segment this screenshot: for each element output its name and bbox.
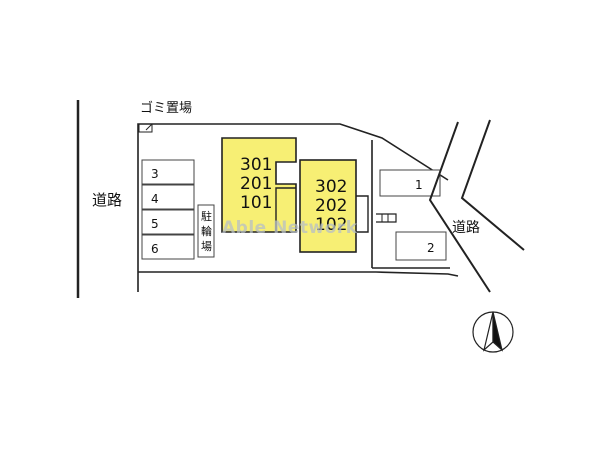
parking-number: 5 [151,217,159,231]
unit-number: 202 [315,196,347,216]
garbage-leader [145,123,153,131]
bicycle-parking-area [197,204,215,258]
road-right-label: 道路 [452,220,480,236]
watermark: Able Network [222,218,358,238]
parking-number: 3 [151,167,159,181]
parking-number: 4 [151,192,159,206]
property-outline [137,123,449,292]
garbage-area [138,123,153,133]
parking-space-3 [141,159,195,185]
bicycle-label-char: 駐 [201,209,212,223]
road-right-edge-east [460,119,525,251]
property-south-edge-right [375,271,459,277]
parking-space-1 [379,169,441,197]
parking-space-2 [395,231,447,261]
building-b [299,159,357,253]
unit-number: 302 [315,177,347,197]
unit-number: 101 [240,193,272,213]
parking-number: 1 [415,178,423,192]
bicycle-label-char: 輪 [201,224,212,238]
parking-space-5 [141,209,195,235]
unit-number: 301 [240,155,272,175]
building-annex [356,195,369,233]
garbage-label: ゴミ置場 [140,100,192,116]
road-right-edge-west [428,121,491,293]
parking-number: 6 [151,242,159,256]
building-a [221,137,297,233]
building-notch [275,187,296,232]
bicycle-parking-label: 駐 輪 場 [201,209,216,253]
parking-number: 2 [427,241,435,255]
road-left-label: 道路 [92,191,122,209]
parking-space-4 [141,184,195,210]
steps [376,213,397,223]
parking-left-group: 3 4 5 6 [141,159,195,260]
north-arrow-icon [472,311,514,353]
bicycle-label-char: 場 [201,240,212,253]
unit-number: 201 [240,174,272,194]
unit-number: 102 [315,215,347,235]
parking-space-6 [141,234,195,260]
